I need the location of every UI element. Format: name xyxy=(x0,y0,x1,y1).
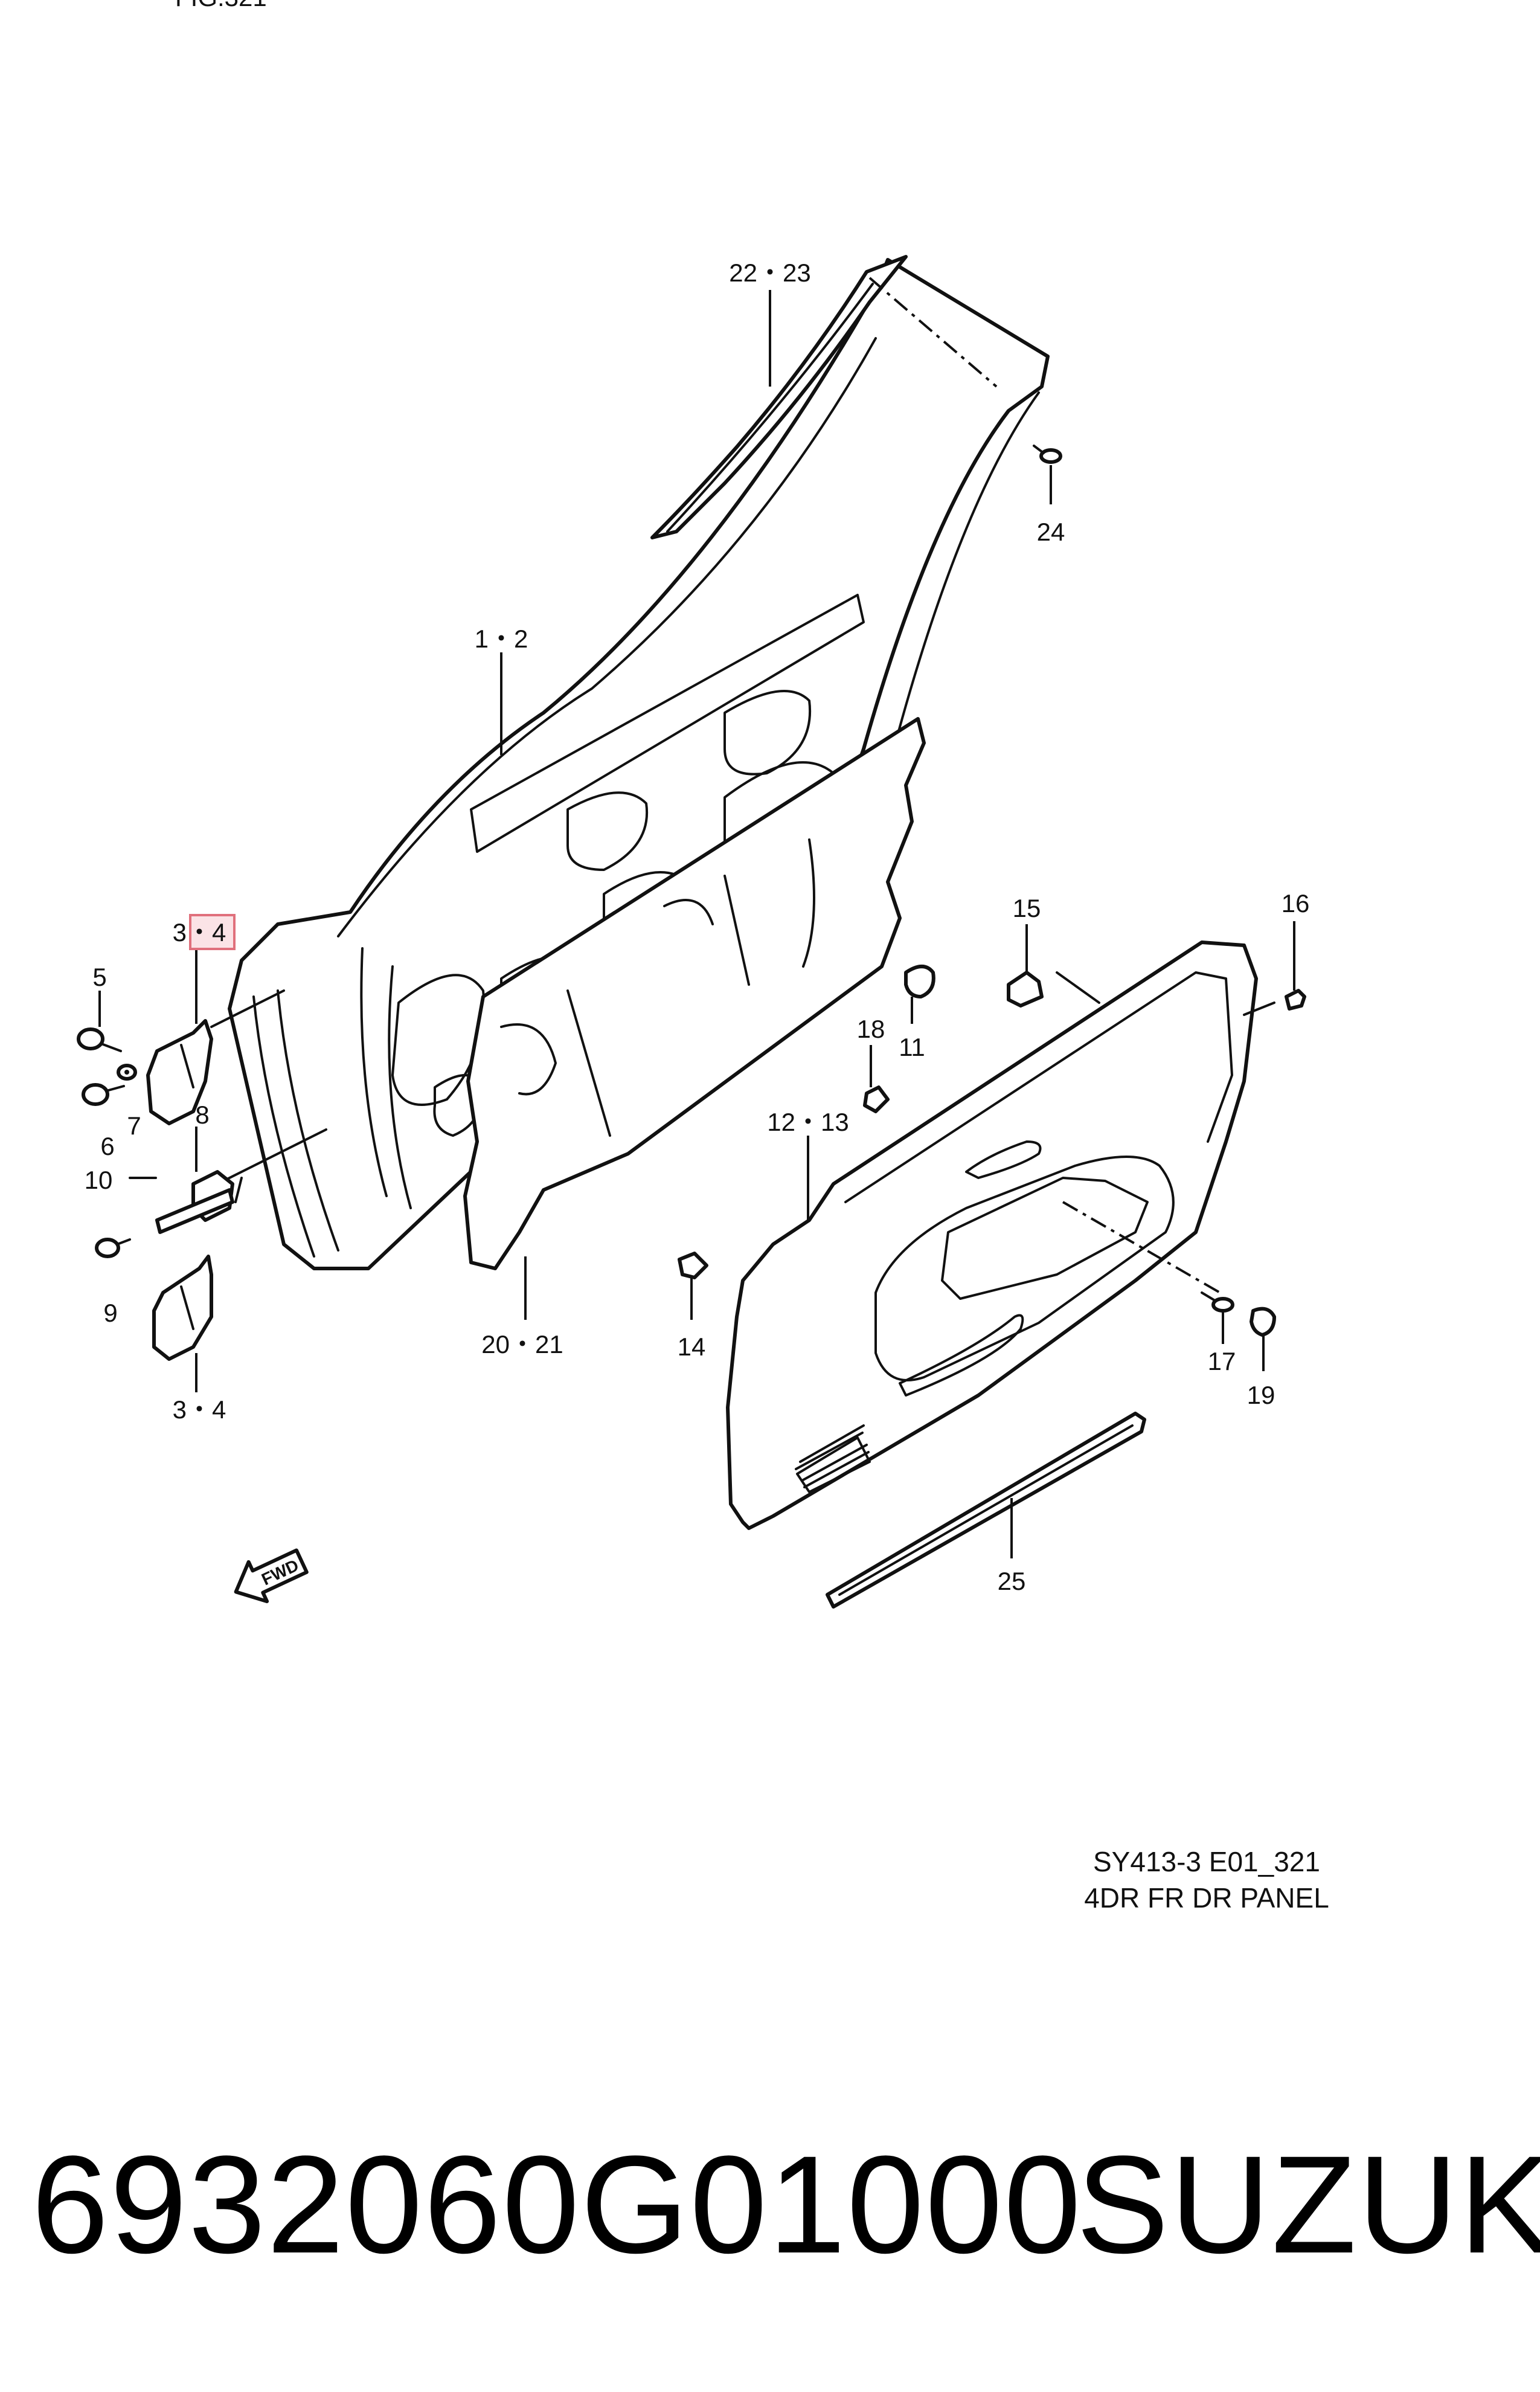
fwd-arrow-icon: FWD xyxy=(234,1548,309,1604)
clip-18 xyxy=(863,1085,890,1113)
leader-trim-to-screw xyxy=(1062,1201,1221,1294)
brand-name: SUZUKI xyxy=(1076,2127,1540,2282)
highlight-box xyxy=(189,914,236,950)
screw-17 xyxy=(1201,1291,1234,1313)
callout-17: 17 xyxy=(1208,1347,1236,1375)
hinge-link-upper xyxy=(210,989,285,1028)
sealing-screen xyxy=(463,717,926,1270)
hinge-link-lower xyxy=(216,1128,327,1185)
callout-9: 9 xyxy=(103,1299,117,1327)
caption-title: 4DR FR DR PANEL xyxy=(1084,1882,1329,1914)
door-check-8 xyxy=(155,1170,243,1234)
cap-19 xyxy=(1250,1307,1276,1337)
hinge-lower xyxy=(152,1255,213,1361)
clip-14 xyxy=(678,1252,708,1279)
callout-5: 5 xyxy=(92,963,106,991)
bolt-5 xyxy=(77,1027,122,1052)
part-number: 6932060G01000 xyxy=(31,2127,1082,2282)
hinge-upper xyxy=(146,1019,213,1125)
callout-15: 15 xyxy=(1013,894,1041,922)
callout-11: 11 xyxy=(899,1033,925,1061)
footer: 6932060G01000 SUZUKI xyxy=(0,1993,1540,2392)
callout-20-21: 20・21 xyxy=(481,1330,563,1358)
figure-header-text: FIG.321 xyxy=(175,0,267,11)
callout-3-4-top: 3・4 xyxy=(173,918,226,947)
callout-6: 6 xyxy=(100,1132,114,1160)
leader-lines xyxy=(98,290,1295,1558)
callout-19: 19 xyxy=(1247,1381,1275,1409)
door-trim-panel xyxy=(726,940,1258,1530)
callout-12-13: 12・13 xyxy=(767,1108,849,1136)
leader-clip-15 xyxy=(1056,971,1100,1004)
clip-16 xyxy=(1285,989,1306,1011)
caption-code: SY413-3 E01_321 xyxy=(1093,1846,1320,1877)
callout-3-4-bottom: 3・4 xyxy=(173,1395,226,1424)
cap-11 xyxy=(904,965,935,998)
weatherstrip-25 xyxy=(826,1412,1146,1609)
window-molding xyxy=(650,255,908,539)
callout-10: 10 xyxy=(85,1166,113,1194)
clip-15 xyxy=(1007,971,1044,1008)
leader-clip-16 xyxy=(1243,1001,1275,1016)
callout-24: 24 xyxy=(1037,518,1065,546)
bolt-6 xyxy=(82,1083,125,1106)
washer-7 xyxy=(117,1064,137,1081)
callout-1-2: 1・2 xyxy=(475,625,528,653)
callout-16: 16 xyxy=(1282,889,1310,918)
leader-molding-to-frame xyxy=(868,277,998,388)
parts-diagram: FIG.321 xyxy=(77,0,1329,1914)
callout-8: 8 xyxy=(195,1101,209,1129)
callout-7: 7 xyxy=(127,1111,141,1140)
bolt-9 xyxy=(95,1238,131,1258)
callout-18: 18 xyxy=(857,1015,885,1043)
screw-24 xyxy=(1033,445,1062,464)
callout-22-23: 22・23 xyxy=(729,259,810,287)
callout-25: 25 xyxy=(998,1567,1026,1595)
callout-14: 14 xyxy=(678,1333,706,1361)
